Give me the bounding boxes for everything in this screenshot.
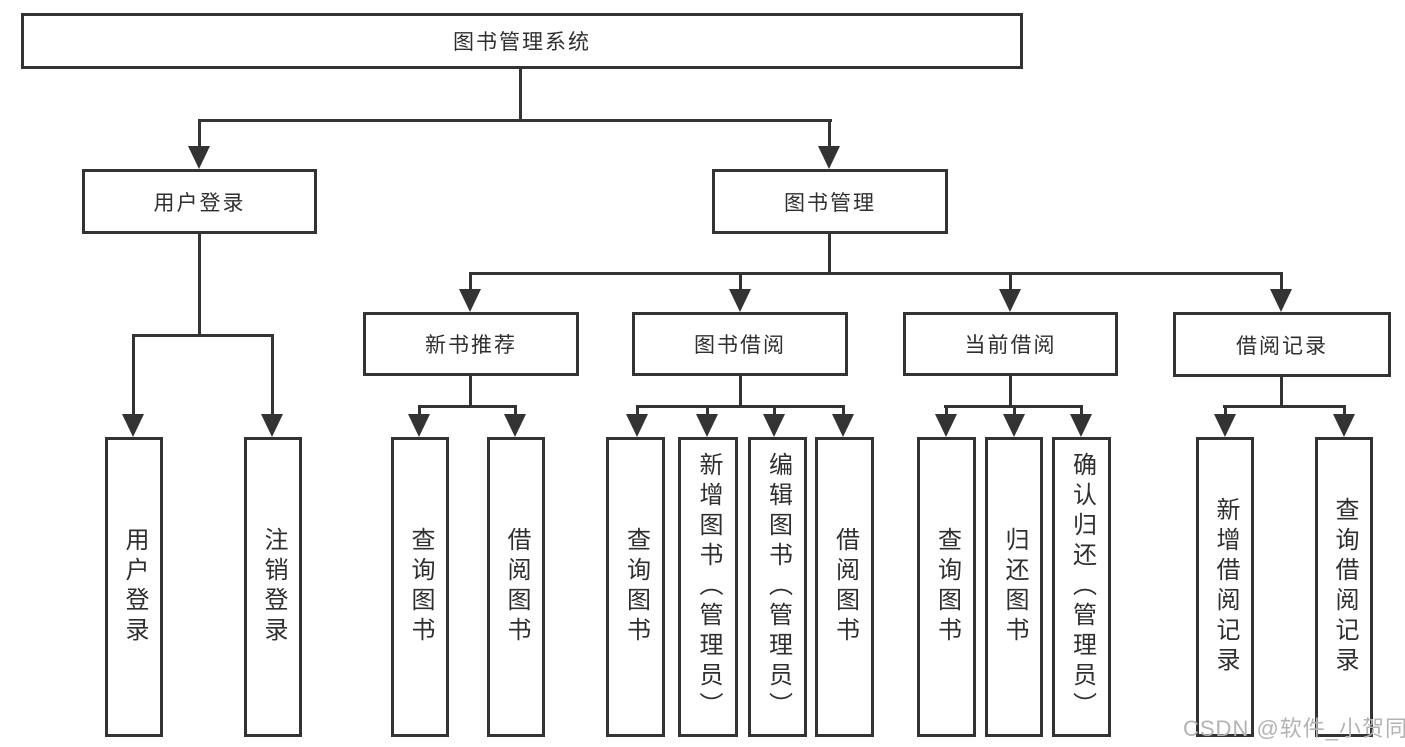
connector-stem-user-login (198, 119, 201, 149)
arrowhead-newbook (459, 289, 481, 312)
arrowhead-bookborrow (729, 289, 751, 312)
connector-newbook-bus (418, 405, 517, 408)
connector-stem-bb-add (706, 405, 709, 417)
leaf-borrowing-add-books-admin: 新增图书（管理员） (678, 437, 738, 737)
arrowhead-br-add (1214, 414, 1236, 437)
leaf-borrowing-query-books: 查询图书 (606, 437, 665, 737)
connector-bookborrow-feed (739, 375, 742, 408)
connector-stem-bb-borrow (842, 405, 845, 417)
connector-records-bus (1223, 405, 1346, 408)
node-new-book-recommend: 新书推荐 (363, 312, 579, 376)
leaf-borrowing-edit-books-admin: 编辑图书（管理员） (748, 437, 807, 737)
connector-level3-bus (469, 272, 1283, 275)
connector-user-login-feed (198, 233, 201, 336)
connector-stem-bb-query (636, 405, 639, 417)
arrowhead-nb-borrow (504, 414, 526, 437)
node-borrowing-records: 借阅记录 (1173, 312, 1391, 377)
connector-stem-leaf-login (132, 334, 135, 418)
arrowhead-bb-query (626, 414, 648, 437)
connector-stem-nb-borrow (514, 405, 517, 417)
connector-stem-bb-edit (773, 405, 776, 417)
leaf-borrowing-borrow-books: 借阅图书 (815, 437, 874, 737)
connector-stem-records (1280, 272, 1283, 292)
connector-stem-bookborrow (739, 272, 742, 292)
connector-stem-currentborrow (1009, 272, 1012, 292)
connector-bookborrow-bus (636, 405, 845, 408)
arrowhead-cb-return (1003, 414, 1025, 437)
connector-stem-br-add (1224, 405, 1227, 417)
arrowhead-currentborrow (999, 289, 1021, 312)
leaf-records-add-record: 新增借阅记录 (1196, 437, 1254, 737)
arrowhead-cb-confirm (1070, 414, 1092, 437)
connector-records-feed (1280, 375, 1283, 408)
arrowhead-book-mgmt (818, 146, 840, 169)
arrowhead-bb-add (696, 414, 718, 437)
leaf-current-query-books: 查询图书 (917, 437, 976, 737)
connector-stem-newbook (469, 272, 472, 292)
arrowhead-nb-query (408, 414, 430, 437)
connector-stem-nb-query (418, 405, 421, 417)
connector-user-login-bus (132, 334, 274, 337)
leaf-records-query-record: 查询借阅记录 (1315, 437, 1373, 737)
leaf-current-confirm-return-admin: 确认归还（管理员） (1052, 437, 1111, 737)
arrowhead-bb-edit (763, 414, 785, 437)
connector-stem-leaf-logout (271, 334, 274, 418)
arrowhead-leaf-login (122, 414, 144, 437)
node-book-borrowing: 图书借阅 (632, 312, 848, 376)
node-library-management-system: 图书管理系统 (21, 13, 1023, 69)
leaf-user-login: 用户登录 (105, 437, 163, 737)
connector-stem-cb-return (1013, 405, 1016, 417)
leaf-current-return-books: 归还图书 (985, 437, 1043, 737)
leaf-newbook-query-books: 查询图书 (391, 437, 449, 737)
arrowhead-cb-query (935, 414, 957, 437)
arrowhead-user-login (188, 146, 210, 169)
connector-level2-bus (198, 119, 832, 122)
csdn-watermark: CSDN @软件_小贺同学 (1183, 716, 1405, 741)
node-user-login: 用户登录 (82, 169, 317, 234)
connector-currentborrow-feed (1009, 375, 1012, 408)
arrowhead-bb-borrow (832, 414, 854, 437)
connector-stem-cb-confirm (1080, 405, 1083, 417)
leaf-newbook-borrow-books: 借阅图书 (487, 437, 545, 737)
leaf-logout: 注销登录 (244, 437, 302, 737)
connector-stem-book-mgmt (828, 119, 831, 149)
arrowhead-br-query (1333, 414, 1355, 437)
arrowhead-records (1270, 289, 1292, 312)
node-book-management: 图书管理 (712, 169, 948, 234)
node-current-borrowing: 当前借阅 (903, 312, 1118, 376)
connector-stem-cb-query (945, 405, 948, 417)
connector-stem-br-query (1343, 405, 1346, 417)
connector-newbook-feed (469, 375, 472, 408)
arrowhead-leaf-logout (261, 414, 283, 437)
connector-book-mgmt-feed (828, 233, 831, 275)
connector-root-feed (519, 68, 522, 122)
